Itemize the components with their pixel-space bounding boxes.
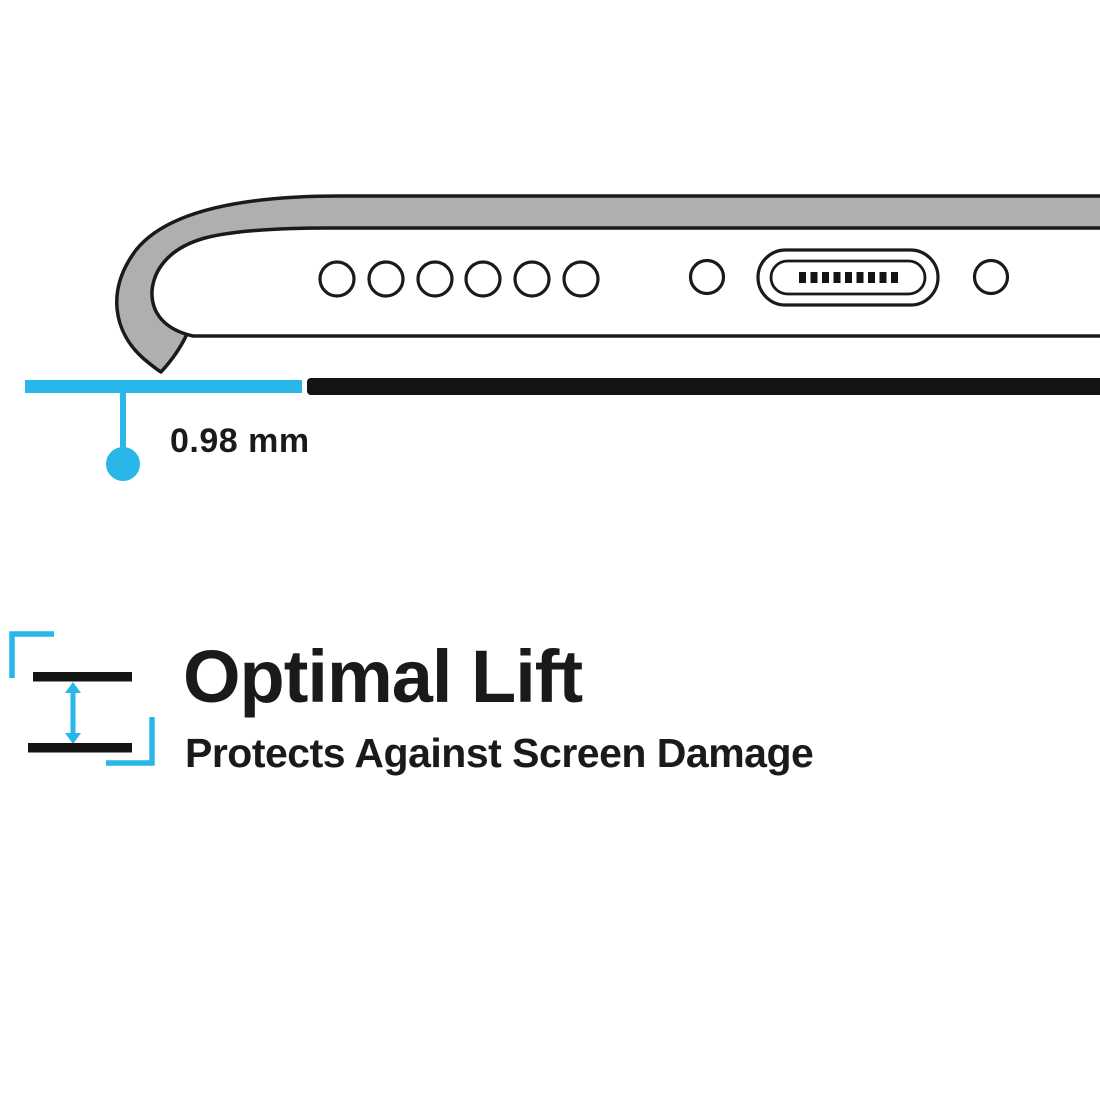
double-arrow-icon (65, 682, 81, 744)
lift-gap-icon (9, 631, 155, 766)
speaker-holes (318, 260, 600, 298)
speaker-hole (416, 260, 454, 298)
speaker-hole (318, 260, 356, 298)
bracket-top-left-icon (9, 631, 54, 678)
speaker-hole (367, 260, 405, 298)
speaker-hole (464, 260, 502, 298)
arrow-head-down (65, 733, 81, 744)
speaker-hole (513, 260, 551, 298)
phone-case-illustration (25, 194, 1100, 481)
gap-line-top (33, 672, 132, 682)
charging-port-icon (756, 248, 940, 307)
screen-edge-bar (307, 378, 1100, 395)
screw-hole-icon (972, 258, 1010, 296)
lift-gap-bar (25, 380, 302, 393)
arrow-head-up (65, 682, 81, 693)
feature-subtitle: Protects Against Screen Damage (185, 730, 814, 776)
mic-hole-icon (688, 258, 726, 296)
feature-title: Optimal Lift (183, 635, 583, 718)
speaker-hole (562, 260, 600, 298)
pointer-dot (106, 447, 140, 481)
bracket-bottom-right-icon (106, 717, 155, 766)
pointer-stem (120, 393, 126, 448)
lift-measurement-label: 0.98 mm (170, 422, 310, 460)
gap-line-bottom (28, 743, 132, 753)
phone-body (150, 226, 1100, 338)
